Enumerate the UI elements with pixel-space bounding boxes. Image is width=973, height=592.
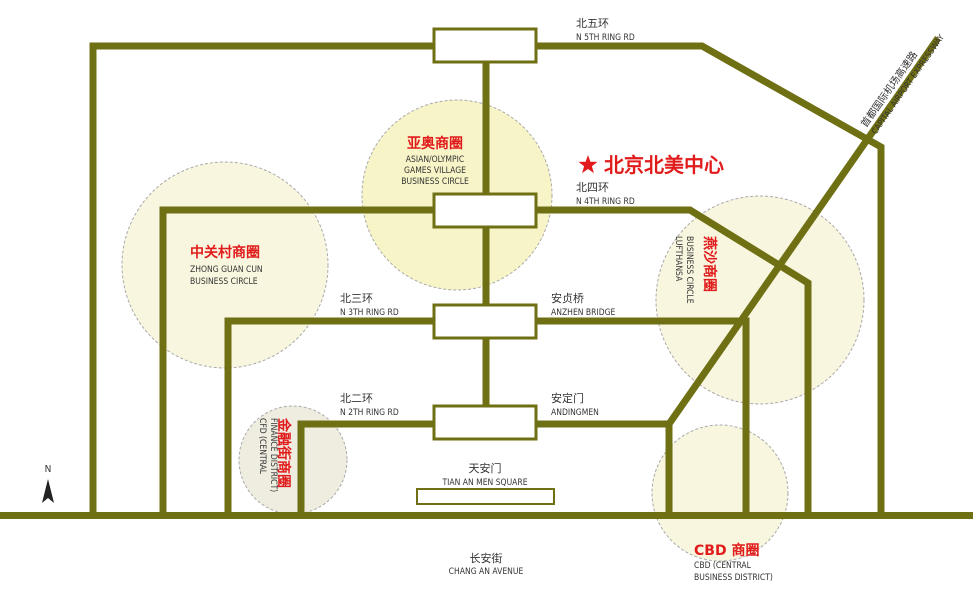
ring-road-4: [159, 206, 812, 514]
zone-asian-en1: ASIAN/OLYMPIC: [406, 155, 465, 165]
zone-lufthansa-circle: [655, 195, 865, 405]
n5-label-cn: 北五环: [576, 17, 609, 30]
zone-finance-circle: [238, 405, 348, 515]
chang-an-avenue-road: [0, 512, 973, 519]
interchange-n2: [432, 404, 538, 441]
anzhen-label-en: ANZHEN BRIDGE: [551, 308, 616, 318]
zone-lufthansa-en2: BUSINESS CIRCLE: [684, 236, 694, 304]
interchange-n4: [432, 192, 538, 229]
n4-label-en: N 4TH RING RD: [576, 197, 635, 207]
anding-label-en: ANDINGMEN: [551, 408, 599, 418]
n3-label-cn: 北三环: [340, 292, 373, 305]
zone-cbd-circle: [651, 424, 789, 562]
zone-zhongguancun-en2: BUSINESS CIRCLE: [190, 277, 258, 287]
zone-lufthansa-cn: 燕沙商圈: [701, 236, 718, 292]
zone-cbd-en2: BUSINESS DISTRICT): [694, 573, 773, 583]
road-network: [89, 35, 941, 514]
airport-label-en: CAPITAL AIRPORT EXPRESSWAY: [870, 33, 947, 137]
interchange-n5: [432, 27, 538, 64]
tiananmen-square-marker: [416, 488, 555, 505]
n4-label-cn: 北四环: [576, 181, 609, 194]
zone-finance-cn: 金融街商圈: [275, 417, 292, 488]
zone-finance-en2: FINANCE DISTRICT): [268, 418, 278, 492]
airport-expressway: [666, 35, 941, 427]
center-label: 北京北美中心: [604, 153, 724, 177]
anding-label-cn: 安定门: [551, 391, 584, 405]
compass-label: N: [45, 464, 52, 475]
n2-label-cn: 北二环: [340, 392, 373, 405]
n2-label-en: N 2TH RING RD: [340, 408, 399, 418]
changan-label-en: CHANG AN AVENUE: [449, 567, 524, 577]
zone-labels: 亚奥商圈 ASIAN/OLYMPIC GAMES VILLAGE BUSINES…: [190, 135, 773, 583]
interchange-n3: [432, 303, 538, 340]
zone-zhongguancun-cn: 中关村商圈: [190, 244, 260, 261]
zone-asian-en3: BUSINESS CIRCLE: [401, 177, 469, 187]
anzhen-label-cn: 安贞桥: [551, 291, 584, 305]
tiananmen-label-en: TIAN AN MEN SQUARE: [441, 478, 527, 488]
zone-cbd-cn: CBD 商圈: [694, 542, 759, 559]
ring-road-5: [89, 42, 885, 514]
n5-label-en: N 5TH RING RD: [576, 33, 635, 43]
north-arrow-icon: [42, 479, 54, 503]
zone-zhongguancun-en1: ZHONG GUAN CUN: [190, 265, 263, 275]
zone-finance-en1: CFD (CENTRAL: [257, 418, 267, 475]
n3-label-en: N 3TH RING RD: [340, 308, 399, 318]
zone-asian-en2: GAMES VILLAGE: [404, 166, 466, 176]
changan-label-cn: 长安街: [470, 551, 503, 565]
zone-asian-cn: 亚奥商圈: [407, 135, 463, 152]
zone-lufthansa-en1: LUFTHANSA: [673, 236, 683, 282]
zone-cbd-en1: CBD (CENTRAL: [694, 561, 752, 571]
tiananmen-label-cn: 天安门: [469, 461, 502, 475]
interchanges: [432, 27, 538, 441]
star-icon: [578, 155, 598, 174]
